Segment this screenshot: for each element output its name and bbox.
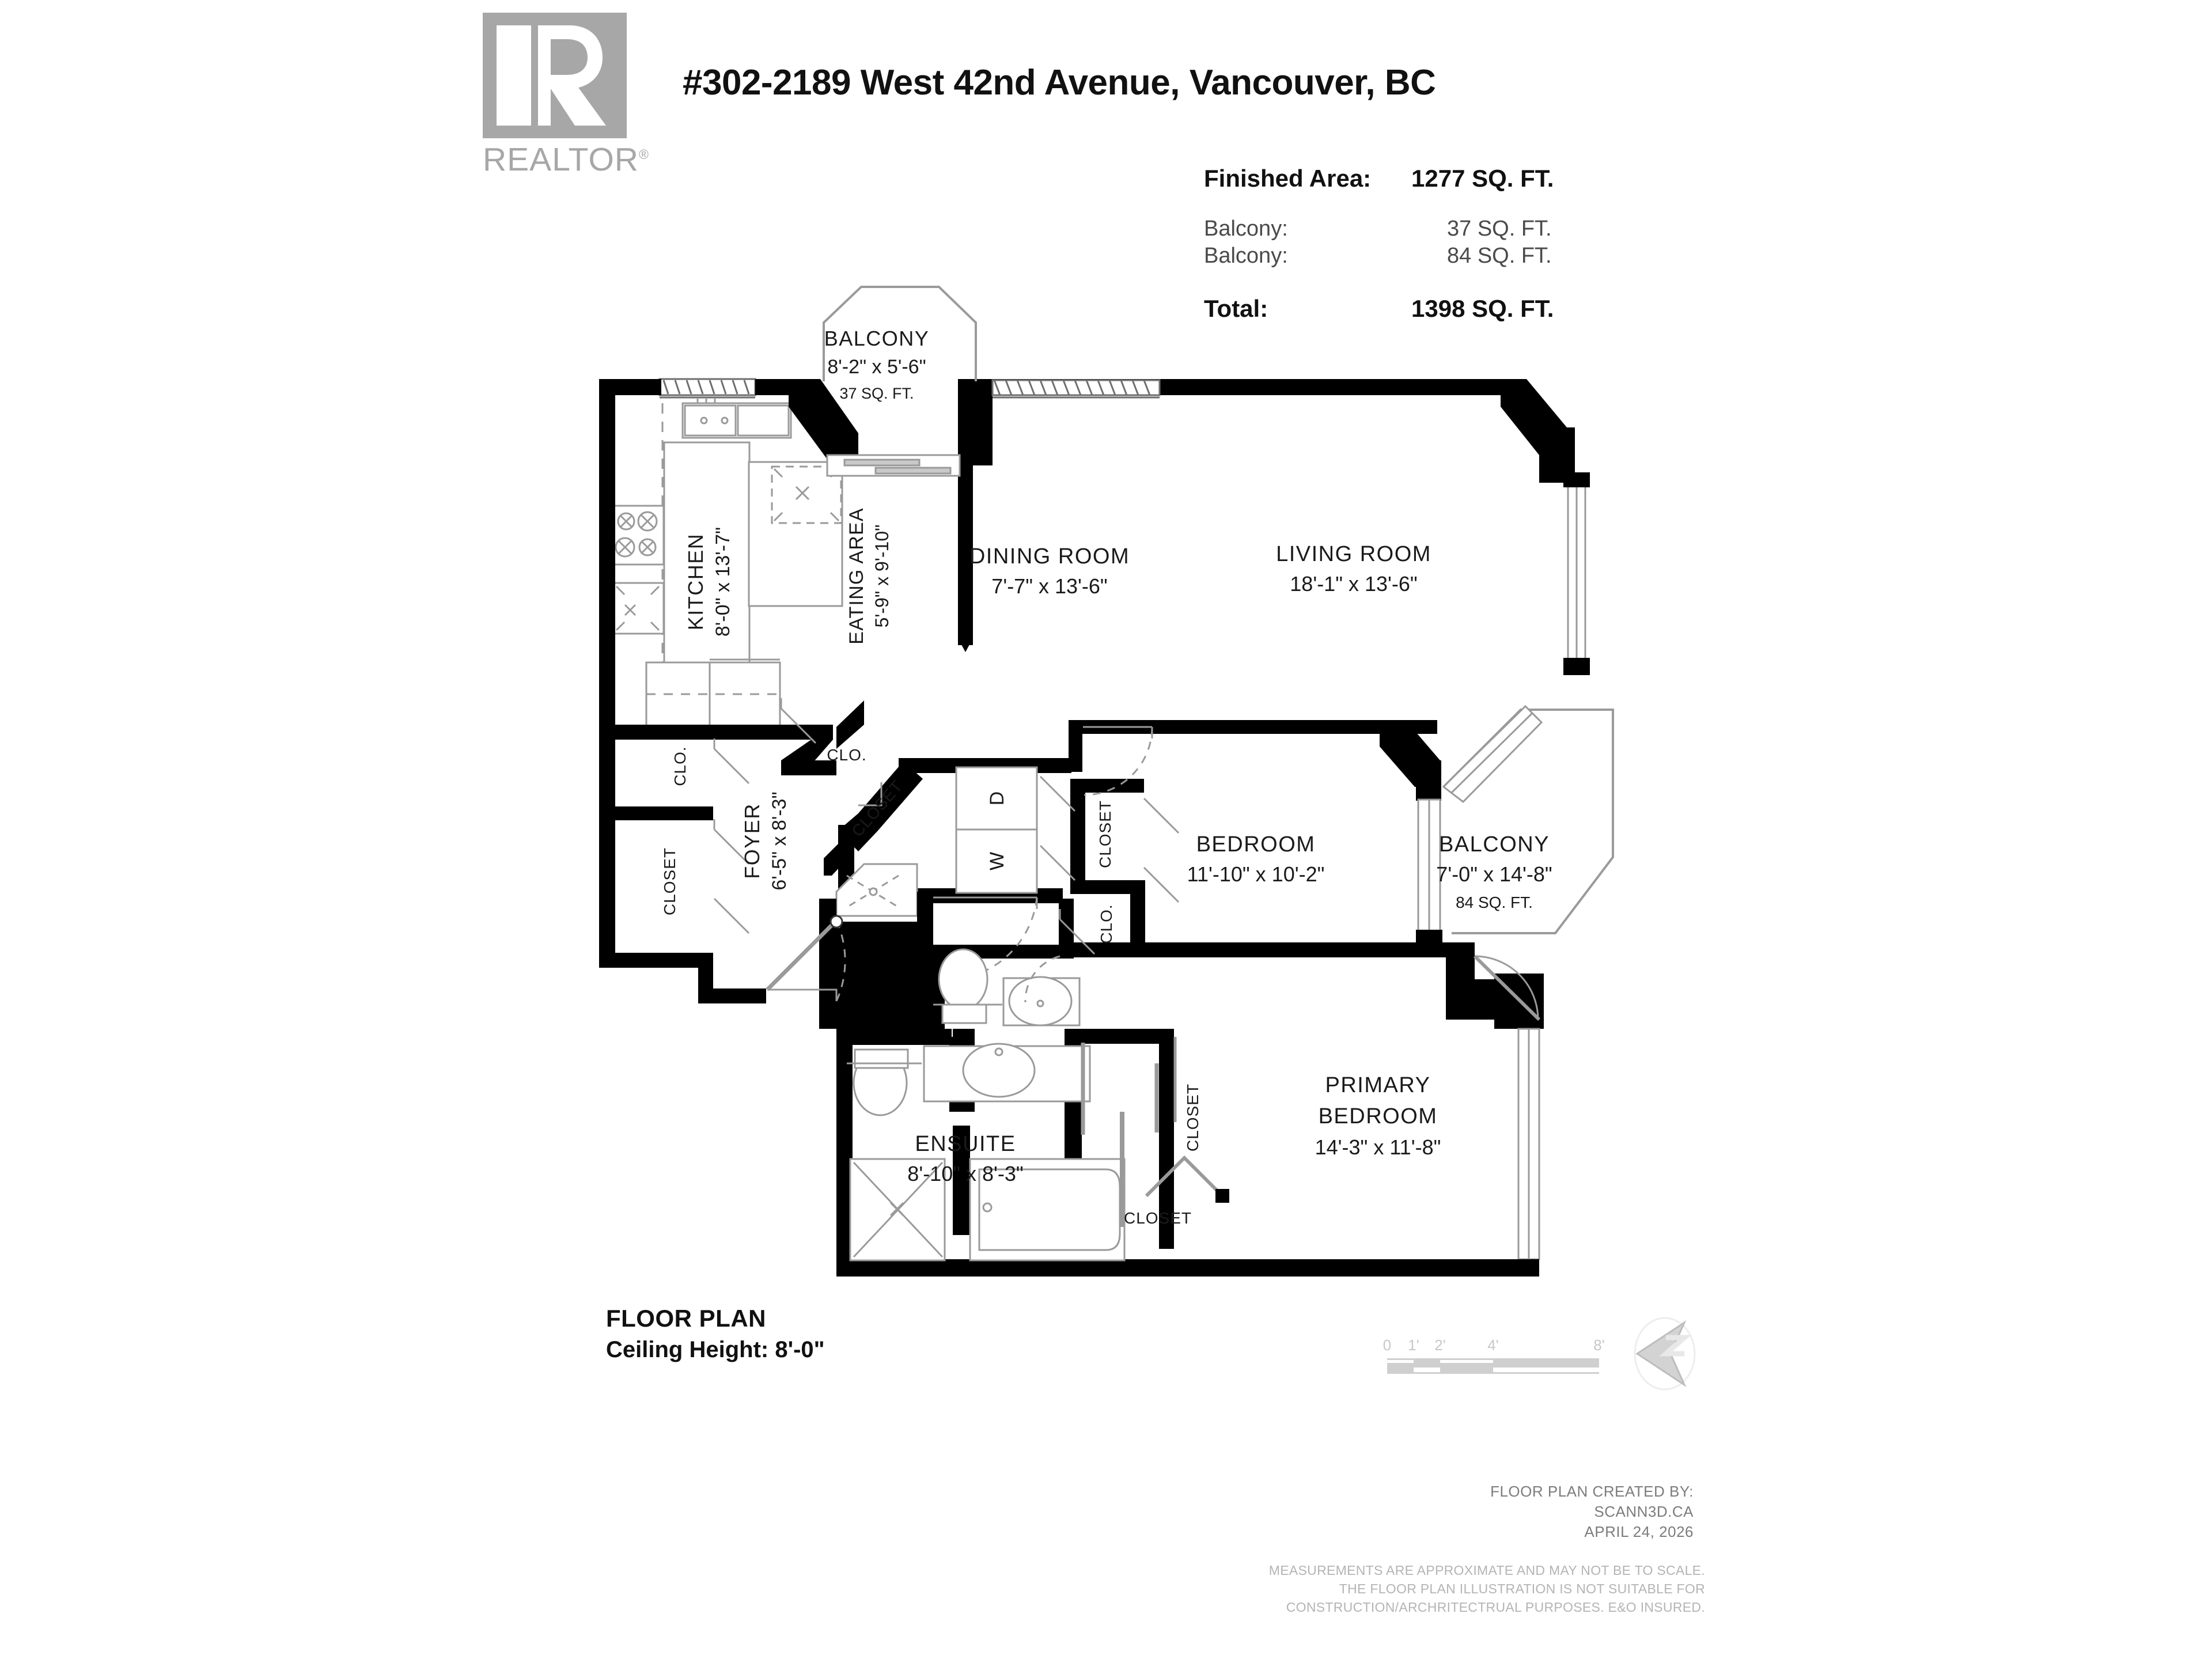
label-balcony-east-area: 84 SQ. FT. — [1456, 893, 1533, 911]
balcony2-label: Balcony: — [1204, 244, 1288, 268]
finished-area-row: Finished Area: 1277 SQ. FT. — [1204, 165, 1607, 192]
page-title: #302-2189 West 42nd Avenue, Vancouver, B… — [683, 63, 1436, 103]
compass-icon — [1634, 1317, 1696, 1391]
credit-line-3: APRIL 24, 2026 — [1584, 1523, 1694, 1541]
label-foyer-name: FOYER — [740, 803, 764, 879]
balcony1-label: Balcony: — [1204, 217, 1288, 241]
total-area-row: Total: 1398 SQ. FT. — [1204, 295, 1607, 323]
label-ensuite-name: ENSUITE — [915, 1132, 1016, 1156]
label-bedroom-clo: CLO. — [1097, 904, 1115, 944]
label-balcony-north-name: BALCONY — [824, 327, 930, 350]
label-dining-name: DINING ROOM — [969, 544, 1130, 569]
balcony2-row: Balcony: 84 SQ. FT. — [1204, 244, 1607, 268]
label-balcony-north-area: 37 SQ. FT. — [839, 385, 914, 402]
caption-line-2: Ceiling Height: 8'-0" — [606, 1337, 825, 1362]
scale-tick-4: 8' — [1593, 1336, 1604, 1354]
label-eating-area-dims: 5'-9" x 9'-10" — [872, 524, 892, 627]
label-balcony-east-dims: 7'-0" x 14'-8" — [1436, 862, 1552, 886]
label-living-name: LIVING ROOM — [1276, 542, 1431, 566]
credit-line-2: SCANN3D.CA — [1594, 1503, 1694, 1521]
label-foyer-closet: CLOSET — [661, 847, 679, 915]
fixtures-and-doors — [713, 698, 1229, 1262]
label-primary-name-2: BEDROOM — [1319, 1104, 1438, 1128]
scale-tick-2: 2' — [1434, 1336, 1445, 1354]
label-ensuite-dims: 8'-10" x 8'-3" — [907, 1162, 1023, 1185]
area-summary: Finished Area: 1277 SQ. FT. Balcony: 37 … — [1204, 165, 1607, 323]
scale-tick-0: 0 — [1383, 1336, 1391, 1354]
plan-geometry: BALCONY 8'-2" x 5'-6" 37 SQ. FT. KITCHEN… — [599, 286, 1696, 1391]
realtor-wordmark: REALTOR® — [483, 143, 649, 176]
label-balcony-east-name: BALCONY — [1439, 832, 1550, 857]
scale-bar: 0 1' 2' 4' 8' — [1383, 1336, 1605, 1374]
label-washer: W — [986, 852, 1008, 870]
label-foyer-clo: CLO. — [671, 746, 689, 786]
label-bedroom-closet: CLOSET — [1096, 800, 1114, 868]
label-primary-name-1: PRIMARY — [1325, 1073, 1431, 1097]
north-balcony-outline — [823, 286, 977, 477]
label-primary-closet-horizontal: CLOSET — [1124, 1209, 1192, 1227]
label-kitchen-clo: CLO. — [827, 746, 866, 764]
registered-mark: ® — [638, 147, 649, 162]
balcony1-value: 37 SQ. FT. — [1447, 217, 1552, 241]
finished-area-value: 1277 SQ. FT. — [1411, 165, 1554, 192]
creator-credit: FLOOR PLAN CREATED BY: SCANN3D.CA APRIL … — [1290, 1482, 1694, 1542]
disclaimer-line-2: THE FLOOR PLAN ILLUSTRATION IS NOT SUITA… — [1339, 1581, 1705, 1597]
total-area-label: Total: — [1204, 295, 1268, 322]
scale-tick-1: 1' — [1408, 1336, 1419, 1354]
balcony1-row: Balcony: 37 SQ. FT. — [1204, 217, 1607, 241]
label-kitchen-name: KITCHEN — [684, 533, 707, 631]
total-area-value: 1398 SQ. FT. — [1411, 295, 1554, 322]
realtor-word-text: REALTOR — [483, 141, 639, 178]
label-living-dims: 18'-1" x 13'-6" — [1290, 572, 1417, 596]
label-dining-dims: 7'-7" x 13'-6" — [991, 574, 1107, 598]
caption-line-1: FLOOR PLAN — [606, 1305, 766, 1332]
realtor-r-mark — [483, 13, 627, 138]
walls — [599, 379, 1614, 1277]
scale-bar-segments — [1387, 1358, 1599, 1374]
realtor-logo: REALTOR® — [483, 13, 649, 176]
label-primary-dims: 14'-3" x 11'-8" — [1315, 1135, 1441, 1159]
label-dryer: D — [986, 791, 1008, 806]
finished-area-label: Finished Area: — [1204, 165, 1372, 192]
disclaimer-text: MEASUREMENTS ARE APPROXIMATE AND MAY NOT… — [1210, 1561, 1705, 1617]
room-labels: BALCONY 8'-2" x 5'-6" 37 SQ. FT. KITCHEN… — [684, 327, 1552, 1185]
label-eating-area-name: EATING AREA — [846, 507, 868, 644]
credit-line-1: FLOOR PLAN CREATED BY: — [1490, 1483, 1694, 1500]
floor-plan-caption: FLOOR PLAN Ceiling Height: 8'-0" — [606, 1305, 825, 1363]
disclaimer-line-3: CONSTRUCTION/ARCHRITECTRUAL PURPOSES. E&… — [1286, 1600, 1705, 1615]
label-kitchen-dims: 8'-0" x 13'-7" — [712, 527, 734, 637]
label-bedroom-name: BEDROOM — [1196, 832, 1316, 857]
label-primary-closet-vertical: CLOSET — [1184, 1084, 1202, 1152]
label-foyer-dims: 6'-5" x 8'-3" — [768, 791, 790, 890]
label-bedroom-dims: 11'-10" x 10'-2" — [1187, 862, 1325, 886]
balcony2-value: 84 SQ. FT. — [1447, 244, 1552, 268]
scale-tick-3: 4' — [1487, 1336, 1498, 1354]
label-balcony-north-dims: 8'-2" x 5'-6" — [827, 356, 926, 378]
disclaimer-line-1: MEASUREMENTS ARE APPROXIMATE AND MAY NOT… — [1268, 1563, 1705, 1578]
